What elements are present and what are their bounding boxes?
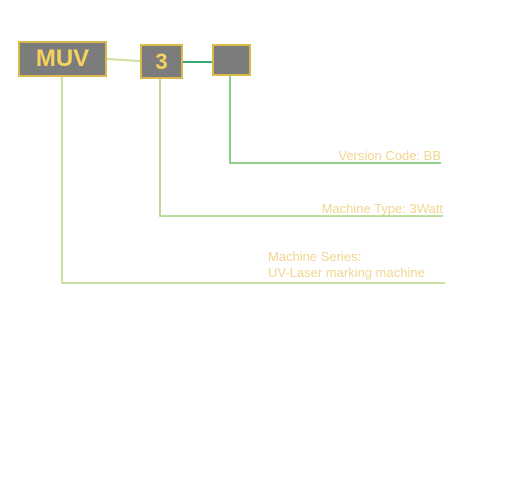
series-label-line1: Machine Series: [268, 249, 362, 264]
series-label: Machine Series: UV-Laser marking machine [268, 249, 425, 281]
series-code: MUV [35, 45, 90, 72]
series-code-box: MUV [18, 41, 107, 77]
leader-type [159, 79, 443, 217]
series-label-line2: UV-Laser marking machine [268, 265, 425, 280]
version-label: Version Code: BB [338, 148, 441, 163]
connector-series-type [106, 58, 141, 62]
leader-series [61, 77, 445, 284]
type-label: Machine Type: 3Watt [321, 201, 443, 216]
type-code: 3 [155, 48, 168, 74]
type-code-box: 3 [140, 44, 183, 79]
leader-version [229, 76, 441, 164]
version-code-box [212, 44, 251, 76]
